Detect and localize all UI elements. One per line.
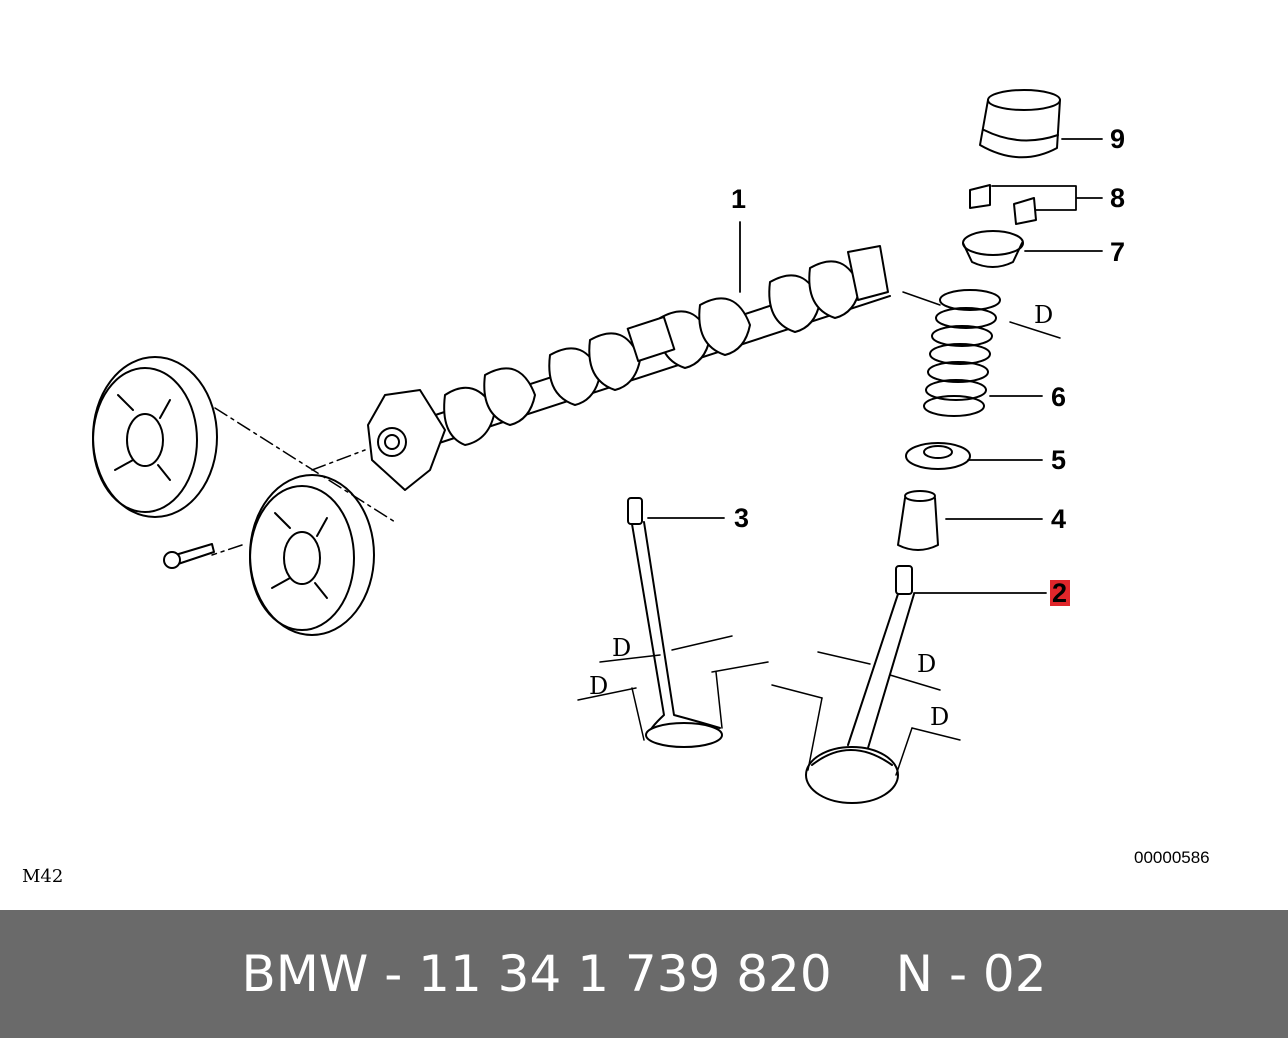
callout-1[interactable]: 1 bbox=[731, 184, 746, 214]
valve-spring bbox=[923, 289, 1001, 417]
dimension-lines bbox=[577, 291, 1061, 776]
valve-3 bbox=[627, 497, 723, 748]
dimension-label-valve3-head: D bbox=[589, 672, 608, 700]
diagram-position: N - 02 bbox=[895, 945, 1047, 1003]
camshaft bbox=[367, 245, 891, 491]
sprocket-upper bbox=[92, 356, 218, 518]
bucket-tappet bbox=[979, 89, 1061, 159]
dimension-label-valve3-stem: D bbox=[612, 634, 631, 662]
part-number: BMW - 11 34 1 739 820 bbox=[241, 945, 832, 1003]
drawing-number: 00000586 bbox=[1134, 848, 1210, 867]
sprocket-lower bbox=[249, 474, 375, 636]
part-number-footer: BMW - 11 34 1 739 820 N - 02 bbox=[0, 910, 1288, 1038]
assembly-centerline bbox=[211, 407, 396, 556]
callout-9[interactable]: 9 bbox=[1110, 124, 1125, 154]
callout-7[interactable]: 7 bbox=[1110, 237, 1125, 267]
valve-2 bbox=[805, 565, 915, 804]
valve-stem-seal bbox=[897, 490, 939, 551]
spring-retainer bbox=[962, 230, 1024, 268]
callout-2-highlight bbox=[1050, 580, 1070, 606]
engine-code: M42 bbox=[22, 866, 63, 887]
valve-keepers bbox=[969, 184, 1037, 225]
dimension-label-valve2-stem: D bbox=[917, 650, 936, 678]
callout-5[interactable]: 5 bbox=[1051, 445, 1066, 475]
callout-3[interactable]: 3 bbox=[734, 503, 749, 533]
callout-2[interactable]: 2 bbox=[1052, 578, 1067, 608]
sprocket-bolt bbox=[163, 543, 215, 569]
dimension-label-valve2-head: D bbox=[930, 703, 949, 731]
callout-8[interactable]: 8 bbox=[1110, 183, 1125, 213]
leader-lines bbox=[647, 138, 1103, 594]
spring-seat bbox=[905, 442, 971, 470]
callout-4[interactable]: 4 bbox=[1051, 504, 1066, 534]
parts-diagram: 1 2 3 4 5 6 7 8 9 D D D D D M42 00000586 bbox=[22, 89, 1210, 887]
dimension-label-spring: D bbox=[1034, 301, 1053, 329]
callout-6[interactable]: 6 bbox=[1051, 382, 1066, 412]
